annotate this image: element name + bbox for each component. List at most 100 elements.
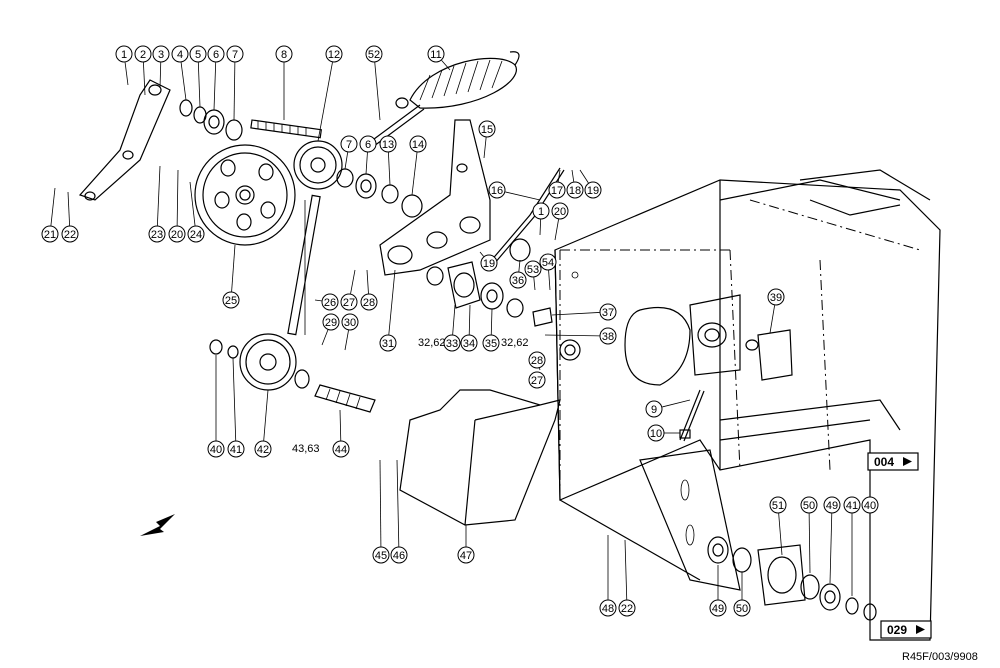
callout-number: 27 <box>531 375 543 387</box>
callout-50[interactable]: 50 <box>733 599 751 617</box>
callout-25[interactable]: 25 <box>222 291 240 309</box>
callout-number: 52 <box>368 49 380 61</box>
callout-53[interactable]: 53 <box>524 260 542 278</box>
callout-circle <box>480 254 498 272</box>
callout-35[interactable]: 35 <box>482 334 500 352</box>
callout-circle <box>379 334 397 352</box>
callout-leader <box>554 219 559 241</box>
callout-5[interactable]: 5 <box>189 45 207 63</box>
callout-15[interactable]: 15 <box>478 120 496 138</box>
callout-22[interactable]: 22 <box>61 225 79 243</box>
callout-circle <box>325 45 343 63</box>
callout-20[interactable]: 20 <box>551 202 569 220</box>
callout-number: 1 <box>121 49 127 61</box>
callout-number: 19 <box>587 185 599 197</box>
callout-6[interactable]: 6 <box>207 45 225 63</box>
callout-18[interactable]: 18 <box>566 181 584 199</box>
callout-circle <box>227 440 245 458</box>
callout-number: 23 <box>151 229 163 241</box>
callout-7[interactable]: 7 <box>226 45 244 63</box>
large-sprocket <box>194 144 296 246</box>
callout-29[interactable]: 29 <box>322 313 340 331</box>
callout-circle <box>599 599 617 617</box>
callout-47[interactable]: 47 <box>457 546 475 564</box>
callout-1[interactable]: 1 <box>115 45 133 63</box>
callout-26[interactable]: 26 <box>321 293 339 311</box>
callout-7[interactable]: 7 <box>340 135 358 153</box>
callout-10[interactable]: 10 <box>647 424 665 442</box>
callout-circle <box>340 135 358 153</box>
callout-46[interactable]: 46 <box>390 546 408 564</box>
callout-37[interactable]: 37 <box>599 303 617 321</box>
callout-leader <box>441 60 451 71</box>
callout-circle <box>482 334 500 352</box>
callout-leader <box>156 165 161 226</box>
callout-34[interactable]: 34 <box>460 334 478 352</box>
callout-30[interactable]: 30 <box>341 313 359 331</box>
callout-19[interactable]: 19 <box>480 254 498 272</box>
callout-number: 24 <box>190 229 202 241</box>
callout-36[interactable]: 36 <box>509 271 527 289</box>
callout-20[interactable]: 20 <box>168 225 186 243</box>
arrow-right-icon <box>916 625 925 634</box>
callout-27[interactable]: 27 <box>340 293 358 311</box>
callout-54[interactable]: 54 <box>539 253 557 271</box>
callout-number: 5 <box>195 49 201 61</box>
callout-48[interactable]: 48 <box>599 599 617 617</box>
callout-51[interactable]: 51 <box>769 496 787 514</box>
callout-number: 37 <box>602 307 614 319</box>
callout-11[interactable]: 11 <box>427 45 445 63</box>
page-ref-029[interactable]: 029 <box>880 620 932 639</box>
callout-number: 47 <box>460 550 472 562</box>
callout-40[interactable]: 40 <box>207 440 225 458</box>
callout-leader <box>67 191 70 226</box>
callout-49[interactable]: 49 <box>709 599 727 617</box>
callout-13[interactable]: 13 <box>379 135 397 153</box>
callout-33[interactable]: 33 <box>443 334 461 352</box>
callout-24[interactable]: 24 <box>187 225 205 243</box>
callout-17[interactable]: 17 <box>548 181 566 199</box>
callout-1[interactable]: 1 <box>532 202 550 220</box>
callout-number: 51 <box>772 500 784 512</box>
small-sprocket <box>293 140 343 190</box>
callout-41[interactable]: 41 <box>227 440 245 458</box>
callout-22[interactable]: 22 <box>618 599 636 617</box>
callout-38[interactable]: 38 <box>599 327 617 345</box>
callout-41[interactable]: 41 <box>843 496 861 514</box>
callout-45[interactable]: 45 <box>372 546 390 564</box>
callout-21[interactable]: 21 <box>41 225 59 243</box>
callout-14[interactable]: 14 <box>409 135 427 153</box>
callout-44[interactable]: 44 <box>332 440 350 458</box>
callout-23[interactable]: 23 <box>148 225 166 243</box>
callout-3[interactable]: 3 <box>152 45 170 63</box>
callout-49[interactable]: 49 <box>823 496 841 514</box>
callout-40[interactable]: 40 <box>861 496 879 514</box>
callout-number: 40 <box>864 500 876 512</box>
callout-circle <box>566 181 584 199</box>
callout-16[interactable]: 16 <box>488 181 506 199</box>
callout-27[interactable]: 27 <box>528 371 546 389</box>
callout-number: 8 <box>281 49 287 61</box>
callout-28[interactable]: 28 <box>360 293 378 311</box>
callout-number: 22 <box>64 229 76 241</box>
callout-circle <box>443 334 461 352</box>
callout-6[interactable]: 6 <box>359 135 377 153</box>
callout-8[interactable]: 8 <box>275 45 293 63</box>
callout-2[interactable]: 2 <box>134 45 152 63</box>
callout-19[interactable]: 19 <box>584 181 602 199</box>
callout-number: 20 <box>171 229 183 241</box>
callout-leader <box>379 459 382 547</box>
callout-9[interactable]: 9 <box>645 400 663 418</box>
callout-52[interactable]: 52 <box>365 45 383 63</box>
page-ref-004[interactable]: 004 <box>867 452 919 471</box>
arrow-right-icon <box>903 457 912 466</box>
callout-4[interactable]: 4 <box>171 45 189 63</box>
callout-31[interactable]: 31 <box>379 334 397 352</box>
callout-circle <box>365 45 383 63</box>
callout-50[interactable]: 50 <box>800 496 818 514</box>
callout-39[interactable]: 39 <box>767 288 785 306</box>
callout-leader <box>365 152 368 175</box>
callout-42[interactable]: 42 <box>254 440 272 458</box>
callout-12[interactable]: 12 <box>325 45 343 63</box>
callout-28[interactable]: 28 <box>528 351 546 369</box>
